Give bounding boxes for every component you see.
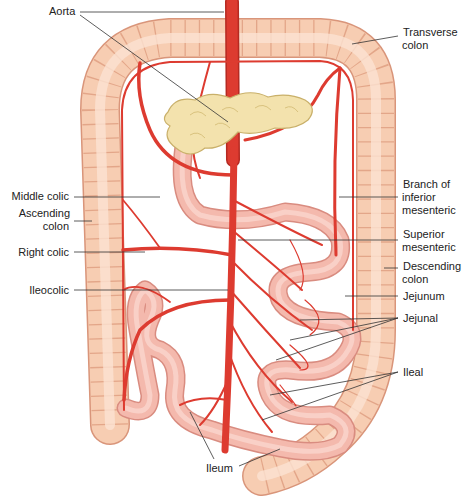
label-text: Ascending colon: [18, 207, 70, 232]
label-text: Right colic: [17, 246, 70, 258]
label-text: Ileum: [205, 462, 234, 474]
part-label: Middle colic: [2, 190, 70, 203]
part-label: Jejunum: [402, 290, 468, 303]
label-text: Jejunum: [402, 290, 446, 302]
pancreas: [164, 93, 312, 154]
label-text: Superior mesenteric: [402, 228, 457, 253]
part-label: Transverse colon: [402, 26, 468, 52]
label-text: Middle colic: [11, 190, 70, 202]
label-text: Jejunal: [402, 312, 439, 324]
label-text: Aorta: [48, 5, 76, 17]
label-text: Branch of inferior mesenteric: [402, 178, 457, 216]
part-label: Aorta: [48, 5, 88, 18]
part-label: Ileum: [205, 462, 245, 475]
arteries: [122, 2, 353, 450]
part-label: Descending colon: [402, 260, 468, 286]
part-label: Superior mesenteric: [402, 228, 468, 254]
part-label: Right colic: [2, 246, 70, 259]
part-label: Ascending colon: [2, 207, 70, 233]
part-label: Ileocolic: [2, 284, 70, 297]
part-label: Ileal: [402, 366, 468, 379]
label-text: Transverse colon: [402, 26, 458, 51]
label-text: Ileal: [402, 366, 424, 378]
colon: [100, 38, 376, 476]
label-text: Ileocolic: [28, 284, 70, 296]
part-label: Jejunal: [402, 312, 468, 325]
part-label: Branch of inferior mesenteric: [402, 178, 468, 217]
leader-lines: [74, 12, 398, 466]
label-text: Descending colon: [402, 260, 461, 285]
